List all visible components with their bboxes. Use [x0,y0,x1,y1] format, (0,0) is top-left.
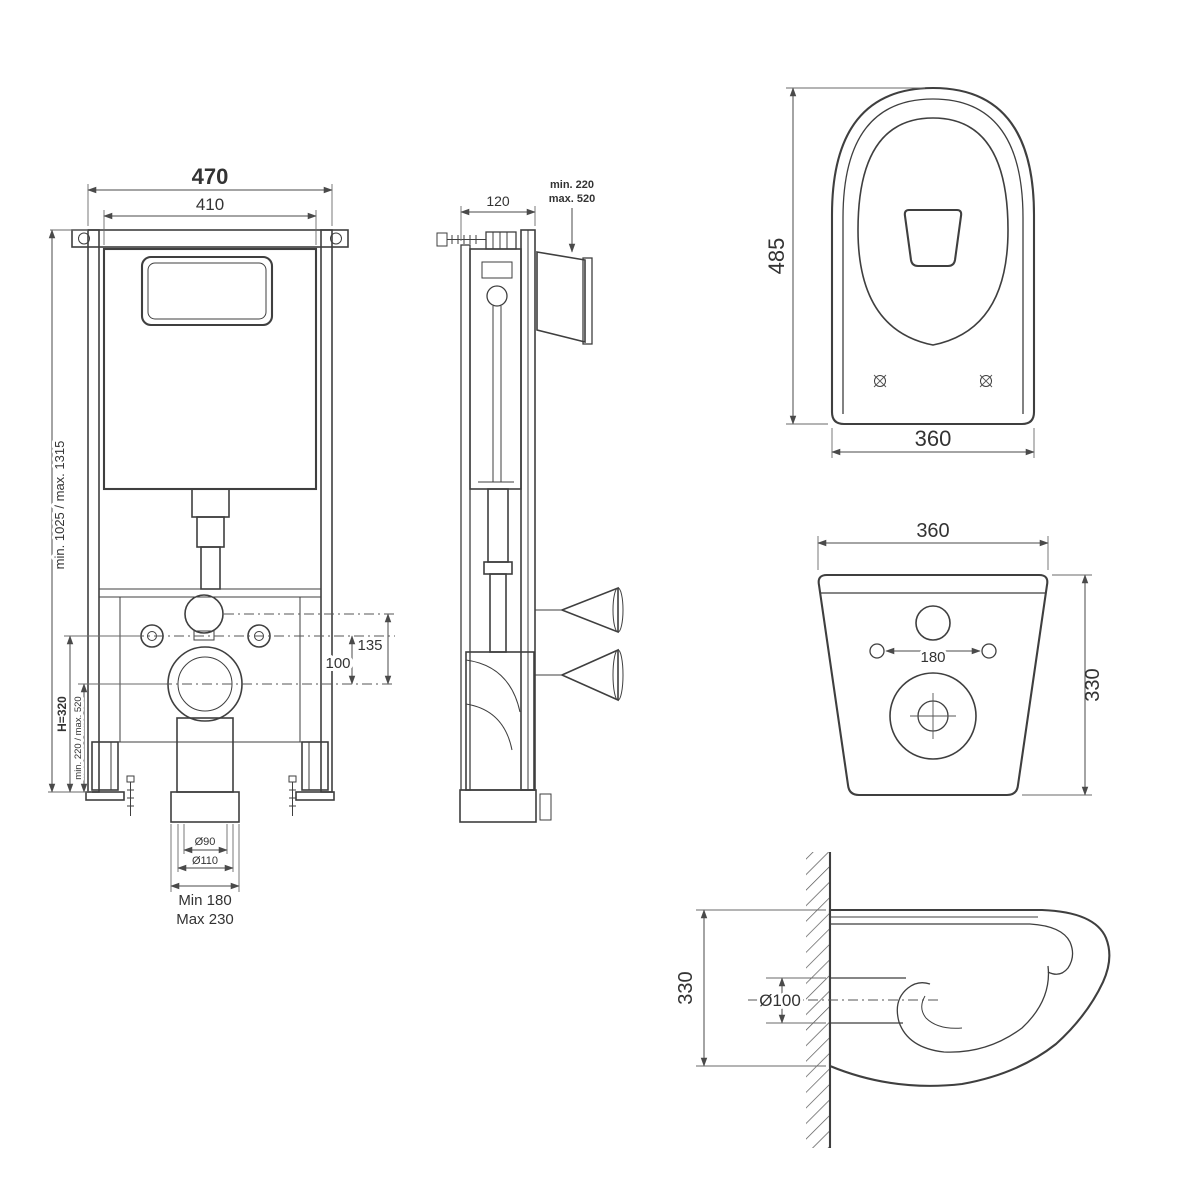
side-dimensions: 120 min. 220 max. 520 [460,179,595,253]
dim-330-back-label: 330 [1082,668,1104,701]
front-view: 470 410 min. 1025 / max. 1315 H=320 min.… [48,164,395,928]
dim-100-label: 100 [325,655,350,672]
frame-top-bar [71,229,349,248]
seat-fixing-mark-left [873,374,887,388]
dim-120-label: 120 [486,193,510,209]
water-inlet-hole [915,605,951,641]
dim-drain-range-label: min. 220 / max. 520 [73,696,84,779]
rim-section-line [830,923,1074,975]
outlet-plug-hatched [539,793,552,821]
back-view-dimensions: 180 360 330 [817,520,1104,796]
floor-anchor-screws [126,775,297,816]
dim-d110-label: Ø110 [192,855,218,867]
cistern-panel [102,247,318,491]
flush-pipe-side [483,488,513,653]
dim-h320-label: H=320 [55,696,69,732]
cistern-side-profile [469,248,522,490]
dim-135-label: 135 [357,637,382,654]
top-view: 485 360 [764,86,1036,458]
flush-valve-top [486,285,508,307]
hose-min-label: min. 220 [550,179,594,191]
frame-feet [85,741,335,801]
bowl-outer-contour [830,86,1036,426]
dim-470-label: 470 [192,164,229,189]
hose-max-label: max. 520 [549,193,595,205]
outlet-flange [889,672,977,760]
fixing-hole-left [869,643,885,659]
dim-d100-label: Ø100 [759,991,801,1010]
water-inlet-circle [184,594,224,634]
pan-outer-profile [828,908,1111,1087]
bowl-opening [857,117,1009,346]
bowl-interior-line [896,965,1050,1053]
back-view: 180 360 330 [817,520,1104,797]
fixing-bracket [119,594,301,743]
dim-max230-label: Max 230 [176,911,234,928]
side-view: 120 min. 220 max. 520 [436,179,624,823]
side-frame-rails [460,229,536,791]
top-view-dimensions: 485 360 [764,87,1035,458]
dim-330-section-label: 330 [675,971,697,1004]
fixing-hole-right [981,643,997,659]
dim-min180-label: Min 180 [178,892,231,909]
bowl-rim-inner-line [842,98,1024,414]
dim-485-label: 485 [764,238,789,275]
trap-inner-line [921,995,963,1029]
mounting-hole-left [78,232,90,245]
dim-d90-label: Ø90 [195,836,216,848]
dim-360-back-label: 360 [916,520,949,542]
section-dimensions: Ø100 330 [675,909,826,1067]
mounting-hole-right [330,232,342,245]
drain-elbow-side [459,651,552,823]
flush-pipe-front [191,488,230,590]
flexible-inlet-hose [536,251,593,345]
outlet-window [903,208,963,268]
back-outer-contour [817,573,1049,797]
wall-anchor-cones [535,586,624,702]
dim-410-label: 410 [196,195,224,214]
seat-fixing-mark-right [979,374,993,388]
drain-pipe-front [170,717,240,823]
threaded-rod-screw [436,232,486,247]
access-window [140,255,274,327]
dim-360-top-label: 360 [915,426,952,451]
dim-180-label: 180 [920,649,945,666]
inlet-valve-cap [485,231,517,250]
section-view: Ø100 330 [675,852,1111,1148]
dim-height-range-label: min. 1025 / max. 1315 [52,441,67,570]
front-dimensions: 470 410 min. 1025 / max. 1315 H=320 min.… [48,164,392,928]
